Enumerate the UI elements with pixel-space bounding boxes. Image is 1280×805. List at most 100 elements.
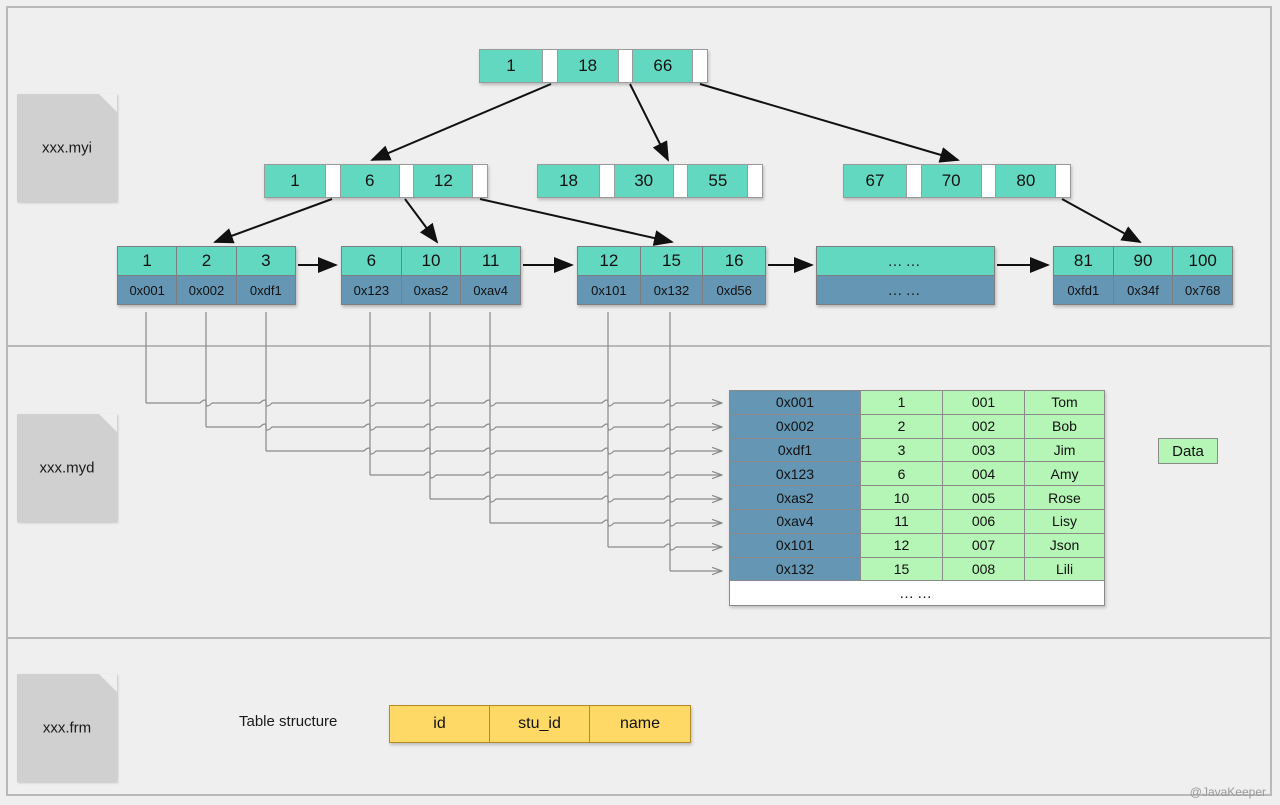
data-legend-badge: Data: [1158, 438, 1218, 464]
file-badge-myi: xxx.myi: [17, 94, 117, 202]
leaf-4-key-2: 100: [1173, 247, 1233, 275]
row-6-id: 12: [861, 533, 943, 558]
leaf-3-key-0: ……: [817, 247, 994, 275]
row-6-stu-id: 007: [943, 533, 1025, 558]
leaf-1-ptr-2: 0xav4: [461, 276, 521, 304]
row-2-name: Jim: [1025, 438, 1104, 463]
row-1-name: Bob: [1025, 414, 1104, 439]
row-3-address: 0x123: [730, 462, 861, 487]
table-row[interactable]: 0xas2 10 005 Rose: [730, 486, 1104, 510]
row-4-name: Rose: [1025, 486, 1104, 510]
row-1-id: 2: [861, 414, 943, 439]
file-badge-myi-label: xxx.myi: [42, 139, 92, 157]
root-pointer-2: [693, 50, 708, 82]
leaf-4-key-0: 81: [1054, 247, 1114, 275]
leaf-4-keys: 81 90 100: [1054, 247, 1233, 275]
data-rows-table[interactable]: 0x001 1 001 Tom 0x002 2 002 Bob 0xdf1 3 …: [729, 390, 1105, 607]
row-4-stu-id: 005: [943, 486, 1025, 510]
row-0-name: Tom: [1025, 391, 1104, 415]
table-structure-schema[interactable]: id stu_id name: [389, 705, 691, 743]
table-row-ellipsis: ……: [730, 581, 1104, 606]
section-divider-myd-frm: [6, 637, 1272, 639]
root-key-1: 18: [557, 50, 619, 82]
leaf-1-ptr-1: 0xas2: [401, 276, 462, 304]
schema-column-stu-id: stu_id: [490, 706, 590, 742]
root-key-2: 66: [633, 50, 694, 82]
row-1-stu-id: 002: [943, 414, 1025, 439]
leaf-1-key-0: 6: [342, 247, 402, 275]
file-badge-myd-label: xxx.myd: [39, 459, 95, 477]
internal-2-pointer-1: [981, 165, 997, 197]
table-row[interactable]: 0x101 12 007 Json: [730, 533, 1104, 558]
leaf-1-ptr-0: 0x123: [342, 276, 402, 304]
leaf-3-pointers: ……: [817, 275, 994, 304]
leaf-4-ptr-2: 0x768: [1173, 276, 1233, 304]
root-pointer-1: [618, 50, 634, 82]
internal-1-key-0: 18: [538, 165, 601, 197]
table-row[interactable]: 0x001 1 001 Tom: [730, 391, 1104, 415]
row-5-stu-id: 006: [943, 509, 1025, 534]
watermark: @JavaKeeper: [1189, 785, 1266, 799]
leaf-2-ptr-2: 0xd56: [703, 276, 766, 304]
leaf-0-ptr-2: 0xdf1: [236, 276, 295, 304]
row-7-stu-id: 008: [943, 557, 1025, 582]
btree-internal-node-0[interactable]: 1 6 12: [264, 164, 488, 198]
leaf-0-pointers: 0x001 0x002 0xdf1: [118, 275, 295, 304]
row-3-stu-id: 004: [943, 462, 1025, 487]
table-row[interactable]: 0x132 15 008 Lili: [730, 557, 1104, 582]
row-7-name: Lili: [1025, 557, 1104, 582]
btree-root-node[interactable]: 1 18 66: [479, 49, 708, 83]
file-badge-frm: xxx.frm: [17, 674, 117, 782]
internal-1-pointer-0: [600, 165, 615, 197]
internal-0-pointer-1: [399, 165, 415, 197]
leaf-2-ptr-1: 0x132: [640, 276, 704, 304]
internal-0-pointer-0: [326, 165, 341, 197]
leaf-4-ptr-1: 0x34f: [1113, 276, 1174, 304]
leaf-4-key-1: 90: [1113, 247, 1174, 275]
page-fold-icon: [99, 414, 117, 432]
leaf-0-key-0: 1: [118, 247, 178, 275]
btree-leaf-node-0[interactable]: 1 2 3 0x001 0x002 0xdf1: [117, 246, 296, 305]
leaf-0-ptr-1: 0x002: [177, 276, 237, 304]
row-2-stu-id: 003: [943, 438, 1025, 463]
root-key-0: 1: [480, 50, 544, 82]
leaf-4-ptr-0: 0xfd1: [1054, 276, 1114, 304]
root-pointer-0: [543, 50, 558, 82]
row-0-address: 0x001: [730, 391, 861, 415]
btree-leaf-node-ellipsis[interactable]: …… ……: [816, 246, 995, 305]
internal-2-key-1: 70: [921, 165, 982, 197]
table-row[interactable]: 0xav4 11 006 Lisy: [730, 509, 1104, 534]
leaf-2-pointers: 0x101 0x132 0xd56: [578, 275, 766, 304]
btree-internal-node-2[interactable]: 67 70 80: [843, 164, 1071, 198]
page-fold-icon: [99, 674, 117, 692]
leaf-3-keys: ……: [817, 247, 994, 275]
leaf-2-ptr-0: 0x101: [578, 276, 641, 304]
btree-internal-node-1[interactable]: 18 30 55: [537, 164, 763, 198]
schema-column-id: id: [390, 706, 490, 742]
leaf-0-key-1: 2: [177, 247, 237, 275]
row-6-name: Json: [1025, 533, 1104, 558]
leaf-2-key-0: 12: [578, 247, 641, 275]
table-row[interactable]: 0x123 6 004 Amy: [730, 462, 1104, 487]
internal-1-key-1: 30: [614, 165, 674, 197]
table-row[interactable]: 0xdf1 3 003 Jim: [730, 438, 1104, 463]
leaf-2-key-2: 16: [703, 247, 766, 275]
btree-leaf-node-4[interactable]: 81 90 100 0xfd1 0x34f 0x768: [1053, 246, 1233, 305]
leaf-0-keys: 1 2 3: [118, 247, 295, 275]
table-row[interactable]: 0x002 2 002 Bob: [730, 414, 1104, 439]
leaf-1-keys: 6 10 11: [342, 247, 521, 275]
leaf-0-key-2: 3: [236, 247, 295, 275]
internal-0-key-2: 12: [414, 165, 474, 197]
row-7-address: 0x132: [730, 557, 861, 582]
row-1-address: 0x002: [730, 414, 861, 439]
row-4-id: 10: [861, 486, 943, 510]
row-5-name: Lisy: [1025, 509, 1104, 534]
file-badge-frm-label: xxx.frm: [42, 719, 92, 737]
btree-leaf-node-1[interactable]: 6 10 11 0x123 0xas2 0xav4: [341, 246, 521, 305]
row-0-stu-id: 001: [943, 391, 1025, 415]
row-5-id: 11: [861, 509, 943, 534]
btree-leaf-node-2[interactable]: 12 15 16 0x101 0x132 0xd56: [577, 246, 766, 305]
page-fold-icon: [99, 94, 117, 112]
table-structure-label: Table structure: [239, 713, 338, 730]
